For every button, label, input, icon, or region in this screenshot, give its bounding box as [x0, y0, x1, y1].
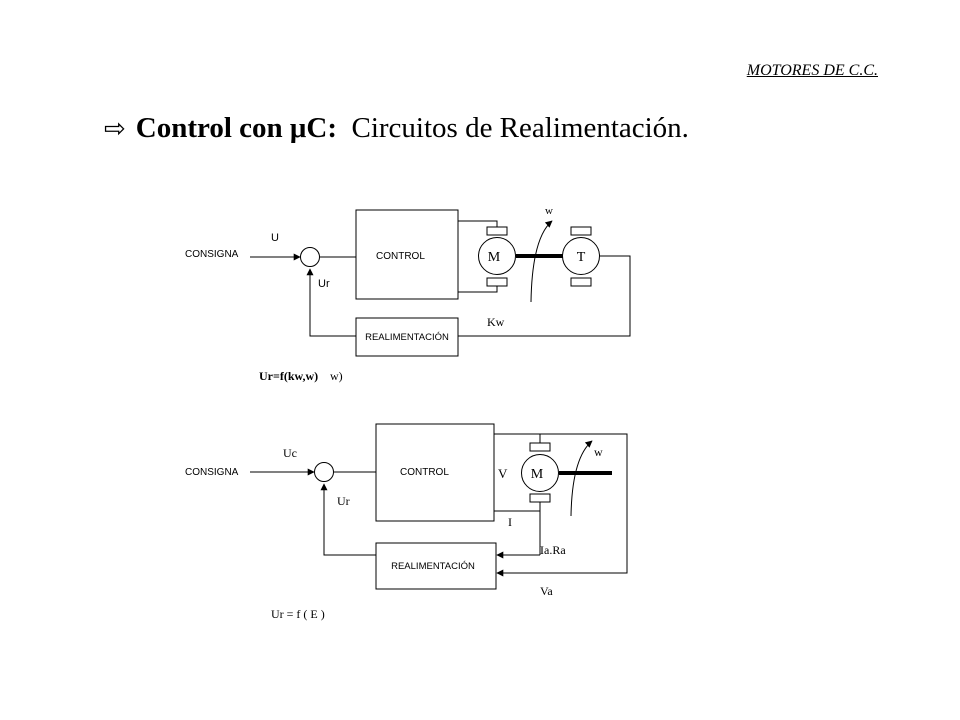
control-box-1	[355, 209, 459, 300]
arrow-icon: ⇨	[104, 114, 126, 143]
feedback-box-1	[355, 317, 459, 357]
realimentacion-label-2: REALIMENTACIÓN	[391, 561, 475, 572]
motor-brush-bottom-2	[529, 493, 551, 503]
realimentacion-label-1: REALIMENTACIÓN	[365, 332, 449, 343]
u-label: U	[271, 232, 279, 244]
w-label-2: w	[594, 445, 603, 459]
rotation-arrow-1	[530, 220, 553, 303]
motor-brush-top-2	[529, 442, 551, 452]
diagram2	[250, 423, 628, 590]
motor-label-1: M	[488, 250, 501, 265]
formula-1-rest: w)	[330, 369, 343, 383]
motor-brush-bottom-1	[486, 277, 508, 287]
ur-label-2: Ur	[337, 494, 350, 508]
section-header: MOTORES DE C.C.	[746, 62, 878, 79]
uc-label: Uc	[283, 446, 297, 460]
kw-label: Kw	[487, 315, 505, 329]
i-label: I	[508, 515, 512, 529]
feedback-box-2	[375, 542, 497, 590]
tacho-label: T	[577, 250, 586, 265]
consigna-label-1: CONSIGNA	[185, 249, 239, 260]
tacho-circle	[562, 237, 600, 275]
diagram1	[250, 209, 631, 357]
control-box-2	[375, 423, 495, 522]
control-label-1: CONTROL	[376, 251, 425, 262]
control-label-2: CONTROL	[400, 467, 449, 478]
motor-circle-1	[478, 237, 516, 275]
v-label: V	[498, 466, 508, 481]
iara-label: Ia.Ra	[540, 543, 566, 557]
summing-junction-1	[300, 247, 320, 267]
formula-2: Ur = f ( E )	[271, 607, 325, 621]
w-label-1: w	[545, 205, 553, 217]
consigna-label-2: CONSIGNA	[185, 467, 239, 478]
motor-brush-top-1	[486, 226, 508, 236]
title-bold: Control con μC:	[135, 112, 337, 144]
rotation-arrow-2	[570, 440, 593, 517]
tacho-brush-top	[570, 226, 592, 236]
ur-label-1: Ur	[318, 278, 330, 290]
page-title: ⇨ Control con μC: Circuitos de Realimenta…	[104, 112, 689, 145]
formula-1-bold: Ur=f(kw,w)	[259, 369, 318, 383]
motor-label-2: M	[531, 467, 544, 482]
title-rest: Circuitos de Realimentación.	[351, 112, 689, 144]
motor-circle-2	[521, 454, 559, 492]
va-label: Va	[540, 584, 553, 598]
summing-junction-2	[314, 462, 334, 482]
tacho-brush-bottom	[570, 277, 592, 287]
